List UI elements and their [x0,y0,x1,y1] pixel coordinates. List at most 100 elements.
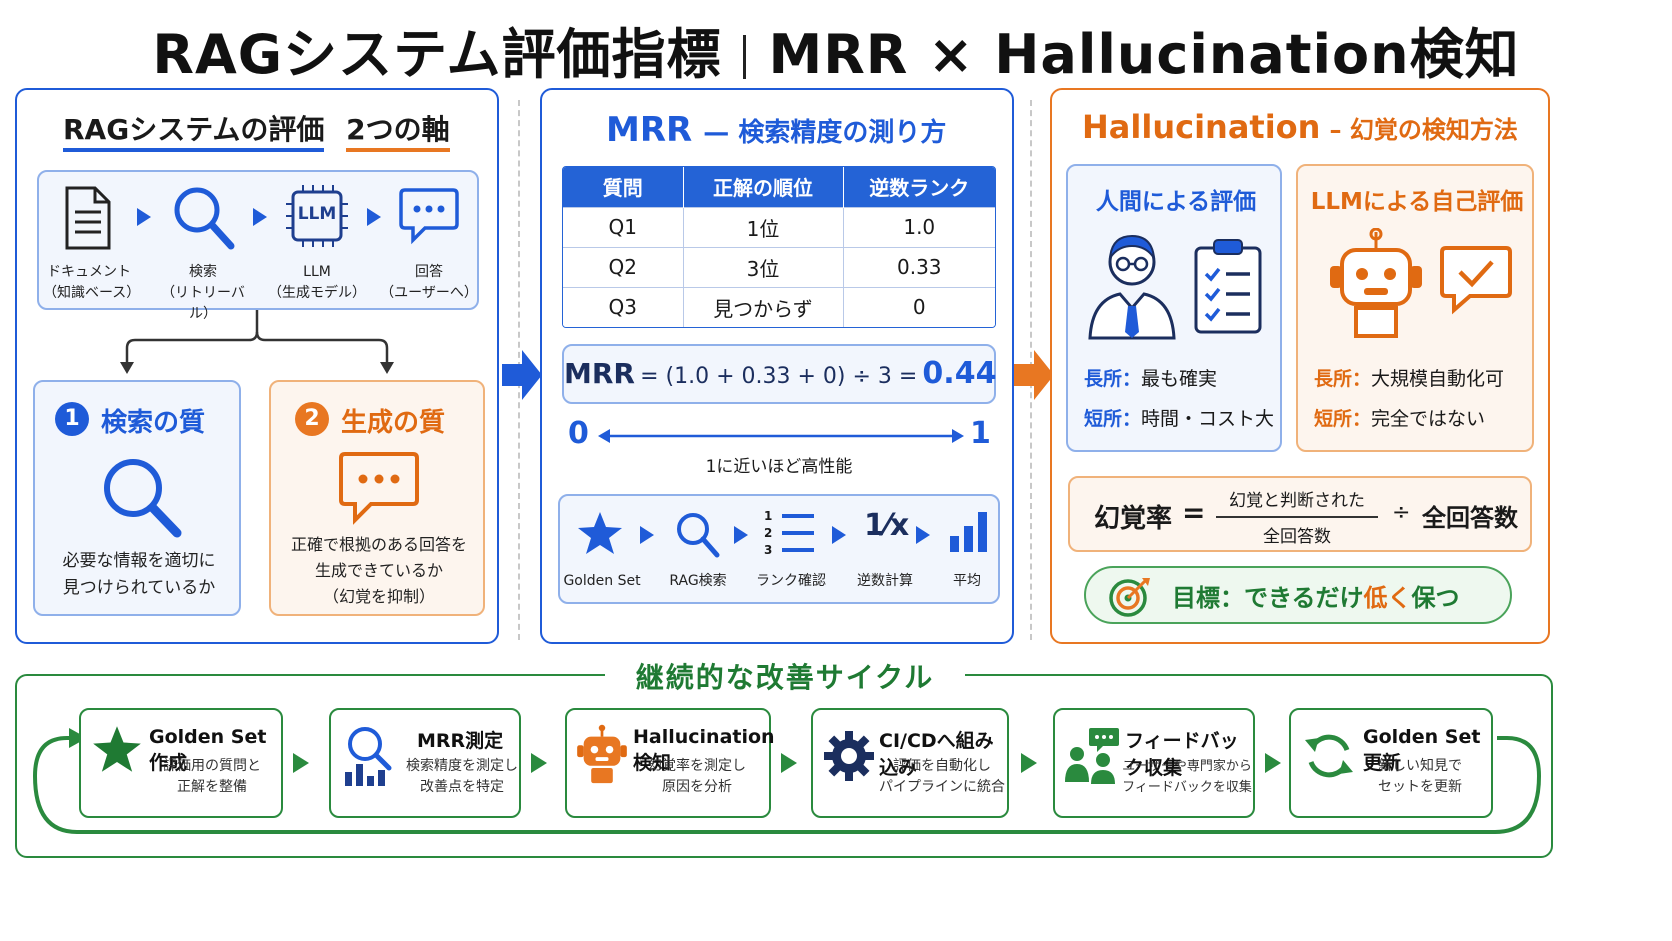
target-icon [1108,576,1152,622]
mrr-steps: 1 2 3 1⁄x Golden Set RAG検索 ランク確認 逆数計算 平均 [558,494,1000,604]
mrr-result: 0.44 [922,356,997,391]
table-row: Q2 3位 0.33 [563,246,995,287]
search-chart-icon [341,724,395,792]
table-cell: 0 [843,286,995,327]
llm-evaluation-card: LLMによる自己評価 長所：大規模自動化可 短所：完全ではない [1296,164,1534,452]
ranked-list-digits: 1 2 3 [764,509,773,557]
robot-icon [1326,227,1426,344]
scale-max: 1 [970,416,991,451]
table-header: 正解の順位 [683,167,844,207]
cycle-step-desc: 検索精度を測定し改善点を特定 [406,758,518,795]
refresh-icon [1303,730,1355,786]
flow-label-llm: LLM（生成モデル） [268,264,366,301]
table-cell: Q3 [563,286,684,327]
star-icon [91,724,143,778]
flow-label-search: 検索（リトリーバル） [161,264,245,322]
table-cell: 0.33 [843,246,995,287]
mrr-formula: MRR = (1.0 + 0.33 + 0) ÷ 3 = 0.44 [562,344,996,404]
search-icon [99,454,183,542]
cycle-step-desc: 評価を自動化しパイプラインに統合 [879,758,1005,795]
branch-connector [120,310,394,374]
table-cell: 見つからず [683,286,844,327]
cycle-arrow [531,753,547,773]
axis-2-description: 正確で根拠のある回答を生成できているか（幻覚を抑制） [290,535,467,606]
cycle-arrow [1265,753,1281,773]
llm-chip-icon: LLM [285,184,349,248]
cycle-step-feedback: フィードバック収集 ユーザーや専門家からフィードバックを収集 [1053,708,1255,818]
cycle-step-title: Golden Set作成 [149,726,267,774]
goal-text: 目標：できるだけ低く保つ [1172,584,1460,612]
bar-chart-icon [948,508,990,558]
human-evaluation-card: 人間による評価 長所：最も確実 短所：時間・コスト大 [1066,164,1282,452]
step-label: Golden Set [563,573,641,589]
step-arrow [734,526,748,544]
mrr-table: 質問 正解の順位 逆数ランク Q1 1位 1.0 Q2 3位 0.33 Q3 見… [562,166,996,328]
chat-icon [337,450,421,534]
table-cell: 1位 [683,206,844,247]
rag-flow: LLM ドキュメント（知識ベース） 検索（リトリーバル） LLM（生成モデル） … [37,170,479,322]
axis-2-title: 生成の質 [341,408,446,438]
scale-caption: 1に近いほど高性能 [705,457,853,477]
human-evaluation-title: 人間による評価 [1095,189,1257,215]
axis-2-badge: 2 [295,402,329,436]
table-cell: Q2 [563,246,684,287]
cycle-loop-arrow [32,728,1542,834]
cycle-step-desc: ユーザーや専門家からフィードバックを収集 [1122,759,1252,795]
step-label: 平均 [953,573,981,589]
panel-arrow-orange [1014,350,1054,404]
improvement-cycle-panel: 継続的な改善サイクル Golden Set作成 評価用の質問と正解を整備 MRR… [15,656,1553,858]
panel-arrow-blue [502,350,542,404]
cycle-step-desc: 評価用の質問と正解を整備 [163,758,261,795]
cycle-step-hallucination: Hallucination検知 幻覚率を測定し原因を分析 [565,708,775,818]
clipboard-icon [1192,238,1264,338]
cycle-arrow [293,753,309,773]
step-arrow [832,526,846,544]
axis-1-title: 検索の質 [101,408,206,438]
cycle-arrow [781,753,797,773]
flow-arrow [253,208,267,226]
document-icon [63,186,113,250]
title-left: RAGシステム評価指標 [152,23,722,86]
llm-pros: 長所：大規模自動化可 [1314,368,1505,390]
reciprocal-icon: 1⁄x [864,508,910,543]
step-label: RAG検索 [669,573,727,589]
mrr-heading: MRR — 検索精度の測り方 [606,110,947,150]
search-icon [171,184,235,254]
hallucination-panel: Hallucination – 幻覚の検知方法 人間による評価 長所：最も確実 … [1050,88,1550,644]
step-label: 逆数計算 [857,573,913,589]
flow-arrow [367,208,381,226]
llm-chip-label: LLM [297,204,337,224]
table-cell: 3位 [683,246,844,287]
feedback-users-icon [1063,726,1121,788]
table-header: 逆数ランク [843,167,995,207]
robot-icon [575,724,629,790]
axis-generation-quality: 2 生成の質 正確で根拠のある回答を生成できているか（幻覚を抑制） [269,380,485,616]
table-cell: Q1 [563,206,684,247]
llm-cons: 短所：完全ではない [1314,408,1486,430]
cycle-step-desc: 幻覚率を測定し原因を分析 [648,758,746,795]
cycle-step-golden-set-create: Golden Set作成 評価用の質問と正解を整備 [79,708,283,818]
rate-numerator: 幻覚と判断された [1229,491,1365,511]
rate-label: 幻覚率 [1094,504,1173,534]
human-pros: 長所：最も確実 [1084,368,1218,390]
mrr-panel: MRR — 検索精度の測り方 質問 正解の順位 逆数ランク Q1 1位 1.0 … [540,88,1014,644]
table-row: Q1 1位 1.0 [563,206,995,247]
scale-arrow [598,429,964,443]
fraction-line [1216,516,1378,518]
cycle-step-mrr: MRR測定 検索精度を測定し改善点を特定 [329,708,521,818]
star-icon [576,510,624,560]
gear-icon [823,730,875,786]
rate-denominator: 全回答数 [1263,527,1331,547]
table-header: 質問 [563,167,684,207]
human-cons: 短所：時間・コスト大 [1084,408,1275,430]
cycle-title: 継続的な改善サイクル [605,656,965,696]
cycle-step-title: フィードバック収集 [1125,730,1239,779]
axis-1-badge: 1 [55,402,89,436]
left-panel: RAGシステムの評価 2つの軸 LLM ドキュメント（知識ベース） 検索（リトリ… [15,88,499,644]
cycle-step-title: MRR測定 [417,730,504,752]
llm-evaluation-title: LLMによる自己評価 [1310,189,1524,215]
step-arrow [916,526,930,544]
search-icon [674,510,720,562]
axis-retrieval-quality: 1 検索の質 必要な情報を適切に見つけられているか [33,380,241,616]
rate-total: 全回答数 [1422,504,1518,532]
